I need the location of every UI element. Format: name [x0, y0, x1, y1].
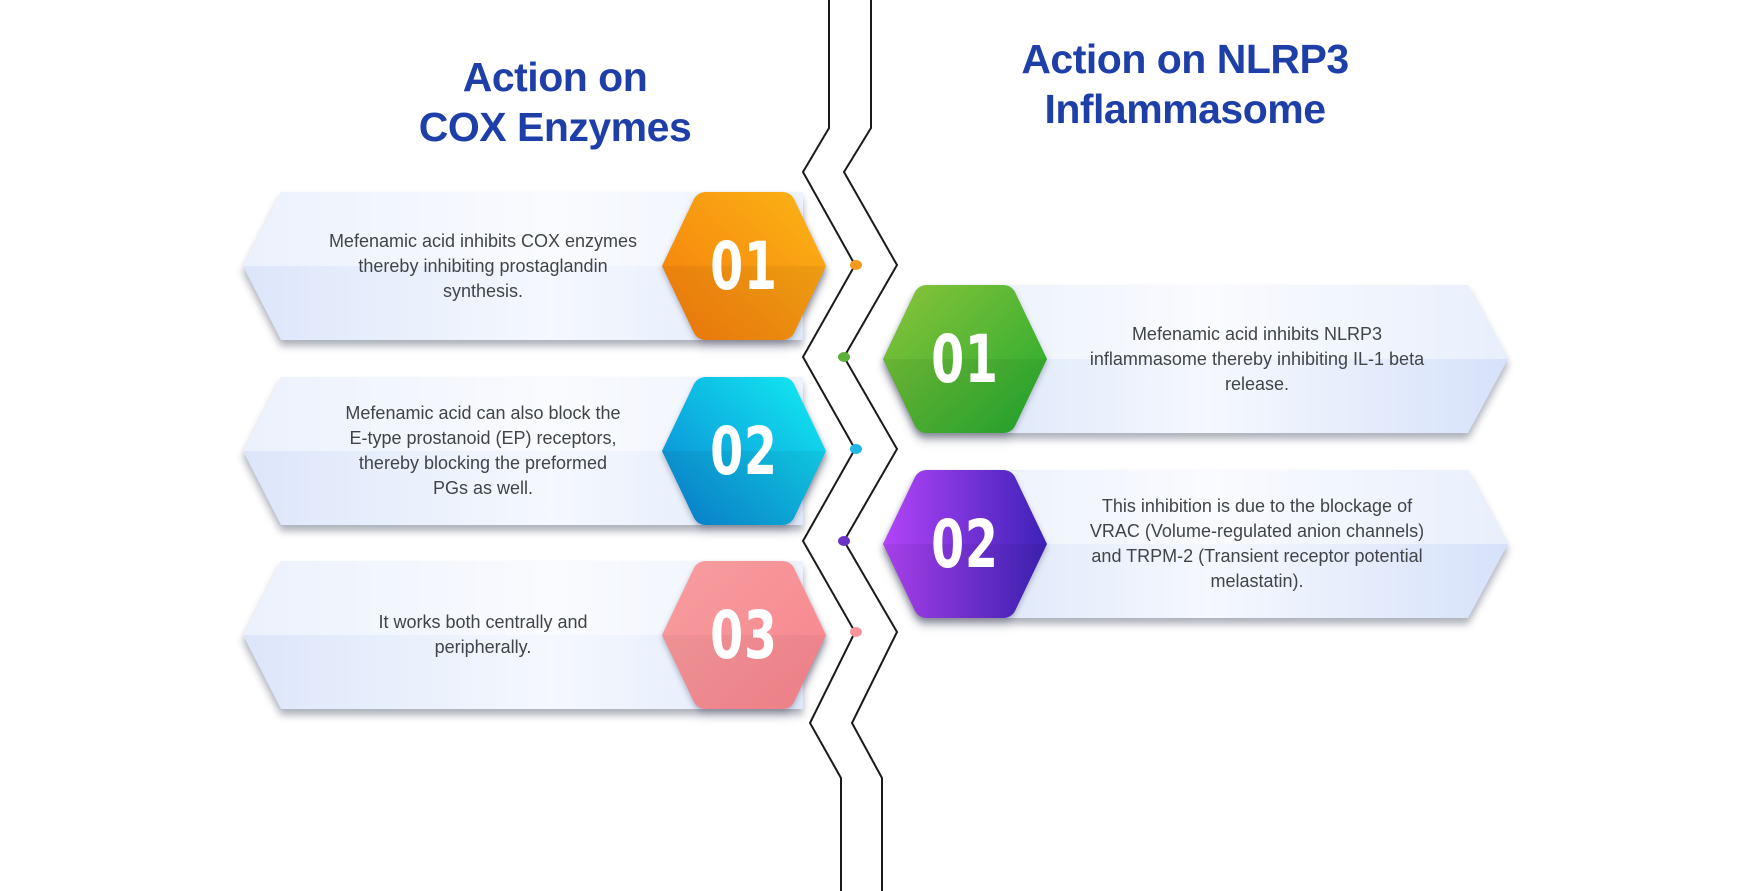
left-section-title: Action on COX Enzymes [405, 52, 705, 152]
text-line: Mefenamic acid inhibits COX enzymes [328, 230, 638, 251]
item-number: 03 [710, 596, 778, 674]
text-line: Mefenamic acid can also block the [345, 403, 621, 423]
right-title-line-2: Inflammasome [1044, 86, 1326, 132]
right-section-title: Action on NLRP3 Inflammasome [1000, 34, 1370, 134]
cox-item-2: Mefenamic acid can also block the E-type… [243, 377, 826, 525]
connector-dot-green [838, 352, 850, 362]
card-background [963, 470, 1508, 618]
number-hexagon: 02 [662, 377, 826, 525]
left-title-line-1: Action on [462, 54, 648, 100]
item-number: 02 [931, 505, 999, 583]
number-hexagon: 02 [883, 470, 1047, 618]
cox-item-3: It works both centrally and peripherally… [243, 561, 826, 709]
card-background [243, 192, 803, 340]
card-description: Mefenamic acid can also block the E-type… [283, 377, 683, 525]
left-title-line-2: COX Enzymes [418, 104, 692, 150]
card-description: This inhibition is due to the blockage o… [1047, 470, 1467, 618]
text-line: PGs as well. [432, 478, 534, 498]
text-line: peripherally. [434, 637, 532, 657]
cox-item-1: Mefenamic acid inhibits COX enzymes ther… [243, 192, 826, 340]
connector-dot-pink [850, 627, 862, 637]
card-description: Mefenamic acid inhibits NLRP3 inflammaso… [1047, 285, 1467, 433]
card-background [963, 285, 1508, 433]
text-line: melastatin). [1210, 571, 1304, 591]
text-line: inflammasome thereby inhibiting IL-1 bet… [1089, 348, 1425, 369]
card-background [243, 561, 803, 709]
item-number: 01 [931, 320, 999, 398]
zigzag-line-right [842, 0, 899, 891]
right-title-line-1: Action on NLRP3 [1021, 36, 1349, 82]
text-line: It works both centrally and [378, 612, 588, 632]
card-description: It works both centrally and peripherally… [283, 561, 683, 709]
item-number: 02 [710, 412, 778, 490]
text-line: VRAC (Volume-regulated anion channels) [1089, 521, 1425, 541]
card-background [243, 377, 803, 525]
text-line: release. [1224, 373, 1290, 394]
text-line: thereby blocking the preformed [358, 453, 608, 473]
connector-dot-purple [838, 536, 850, 546]
item-number: 01 [710, 227, 778, 305]
text-line: and TRPM-2 (Transient receptor potential [1091, 546, 1423, 566]
text-line: This inhibition is due to the blockage o… [1101, 496, 1413, 516]
card-description: Mefenamic acid inhibits COX enzymes ther… [283, 192, 683, 340]
text-line: E-type prostanoid (EP) receptors, [349, 428, 617, 448]
nlrp3-item-1: Mefenamic acid inhibits NLRP3 inflammaso… [883, 285, 1508, 433]
text-line: thereby inhibiting prostaglandin [358, 255, 608, 276]
connector-dot-cyan [850, 444, 862, 454]
nlrp3-item-2: This inhibition is due to the blockage o… [883, 470, 1508, 618]
text-line: synthesis. [442, 280, 524, 301]
number-hexagon: 03 [662, 561, 826, 709]
connector-dot-orange [850, 260, 862, 270]
number-hexagon: 01 [883, 285, 1047, 433]
text-line: Mefenamic acid inhibits NLRP3 [1131, 323, 1383, 344]
number-hexagon: 01 [662, 192, 826, 340]
